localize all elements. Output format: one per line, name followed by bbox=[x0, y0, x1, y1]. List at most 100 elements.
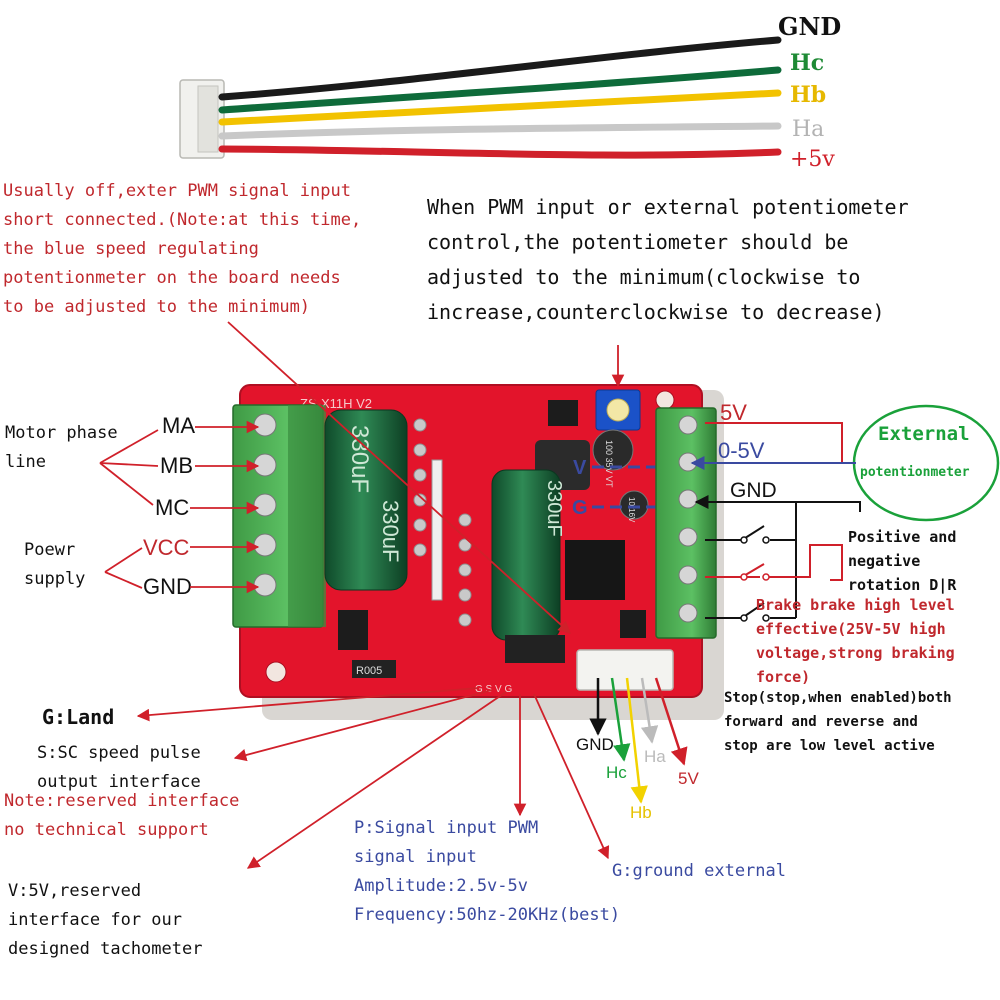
label-power-supply: supply bbox=[24, 569, 85, 589]
hall-cable bbox=[179, 36, 782, 159]
note-line: adjusted to the minimum(clockwise to bbox=[427, 265, 860, 289]
label-vcc: VCC bbox=[143, 535, 190, 560]
note-pot-minimum: When PWM input or external potentiometer… bbox=[427, 195, 909, 324]
mount-hole bbox=[265, 661, 287, 683]
switch-contact bbox=[740, 573, 748, 581]
bracket-motor bbox=[99, 429, 159, 464]
switch-contact bbox=[762, 573, 770, 581]
label-0-5v: 0-5V bbox=[718, 438, 765, 463]
capacitor-small-label: 100 35V VT bbox=[604, 440, 614, 488]
shunt-resistor-label: R005 bbox=[356, 665, 382, 677]
label-stop: forward and reverse and bbox=[724, 714, 918, 730]
label-brake: effective(25V-5V high bbox=[756, 620, 946, 638]
terminal-screw bbox=[678, 527, 698, 547]
capacitor-330uf-1 bbox=[324, 409, 408, 591]
arrow-g-ground bbox=[533, 693, 610, 860]
terminal-screws-left bbox=[253, 413, 277, 597]
label-rotation: Positive and bbox=[848, 528, 956, 546]
tacho-header bbox=[505, 635, 565, 663]
wire-label-hb: Hb bbox=[790, 82, 826, 108]
note-line: When PWM input or external potentiometer bbox=[427, 195, 909, 219]
wire-black bbox=[218, 36, 782, 101]
terminal-screw bbox=[678, 489, 698, 509]
terminal-screw bbox=[678, 603, 698, 623]
label-gnd-left: GND bbox=[143, 574, 192, 599]
label-note-reserved: no technical support bbox=[4, 820, 209, 840]
switch-contact bbox=[762, 536, 770, 544]
label-v5-reserved: interface for our bbox=[8, 910, 182, 930]
solder-pad bbox=[458, 538, 472, 552]
wire-gnd-external bbox=[700, 501, 861, 512]
shunt-resistor bbox=[352, 660, 396, 678]
wire-label-ha: Ha bbox=[792, 117, 824, 142]
board-pin-g: G bbox=[572, 497, 588, 519]
label-s-sc: S:SC speed pulse bbox=[37, 743, 201, 763]
label-v5-reserved: designed tachometer bbox=[8, 939, 202, 959]
terminal-screw bbox=[253, 413, 277, 437]
mount-hole bbox=[655, 390, 675, 410]
arrow-pwm-note bbox=[227, 321, 571, 634]
label-mc: MC bbox=[155, 495, 189, 520]
label-motor-phase: line bbox=[5, 452, 46, 472]
solder-pad bbox=[458, 563, 472, 577]
note-line: Usually off,exter PWM signal input bbox=[3, 181, 351, 201]
terminal-screw bbox=[678, 565, 698, 585]
hall-label-5v: 5V bbox=[678, 769, 699, 788]
board-pin-v: V bbox=[573, 457, 587, 479]
regulator bbox=[338, 610, 368, 650]
transistor bbox=[620, 610, 646, 638]
label-s-sc: output interface bbox=[37, 772, 201, 792]
arrow-v5-reserved bbox=[246, 691, 507, 869]
header-pin-labels: G S V G bbox=[475, 684, 512, 695]
mosfet-pads bbox=[413, 418, 472, 627]
label-p-signal: Frequency:50hz-20KHz(best) bbox=[354, 905, 620, 925]
hall-arrow-ha bbox=[640, 677, 659, 744]
label-brake: Brake brake high level bbox=[756, 596, 955, 614]
terminal-screw bbox=[678, 415, 698, 435]
note-line: control,the potentiometer should be bbox=[427, 230, 848, 254]
capacitor-small-2 bbox=[619, 490, 649, 520]
arrow-s-sc bbox=[233, 689, 493, 762]
bracket-power bbox=[104, 547, 143, 573]
label-v5-reserved: V:5V,reserved bbox=[8, 881, 141, 901]
wire-grey bbox=[218, 122, 782, 140]
label-rotation: negative bbox=[848, 552, 920, 570]
label-g-land: G:Land bbox=[42, 705, 114, 729]
note-line: short connected.(Note:at this time, bbox=[3, 210, 361, 230]
note-line: potentionmeter on the board needs bbox=[3, 268, 341, 288]
bracket-power bbox=[104, 571, 143, 589]
controller-board: ZS-X11H V2 330uF 330uF bbox=[232, 384, 724, 720]
switch-contact bbox=[762, 614, 770, 622]
solder-pad bbox=[458, 513, 472, 527]
label-potentiometer: potentionmeter bbox=[860, 465, 970, 480]
label-gnd-right: GND bbox=[730, 479, 777, 502]
label-external: External bbox=[878, 423, 970, 445]
label-5v-right: 5V bbox=[720, 400, 747, 425]
wire-green bbox=[218, 66, 782, 114]
terminal-screw bbox=[253, 573, 277, 597]
label-power-supply: Poewr bbox=[24, 540, 75, 560]
label-p-signal: P:Signal input PWM bbox=[354, 818, 538, 838]
hall-arrow-5v bbox=[654, 677, 688, 766]
bracket-motor bbox=[99, 462, 154, 506]
solder-pad bbox=[458, 588, 472, 602]
hall-label-hb: Hb bbox=[630, 803, 652, 822]
capacitor-small-label: 10 16V bbox=[627, 497, 636, 523]
shunt-bar bbox=[431, 459, 443, 601]
label-p-signal: signal input bbox=[354, 847, 477, 867]
label-brake: force) bbox=[756, 668, 810, 686]
solder-pad bbox=[413, 468, 427, 482]
hall-arrow-hc bbox=[610, 677, 631, 762]
wire-yellow bbox=[218, 89, 782, 126]
label-ma: MA bbox=[162, 413, 195, 438]
label-g-ground: G:ground external bbox=[612, 861, 786, 881]
note-line: to be adjusted to the minimum) bbox=[3, 297, 310, 317]
potentiometer-knob bbox=[606, 398, 630, 422]
solder-pad bbox=[413, 518, 427, 532]
hall-connector-latch bbox=[197, 85, 219, 153]
hall-label-gnd: GND bbox=[576, 735, 614, 754]
label-brake: voltage,strong braking bbox=[756, 644, 955, 662]
capacitor-label: 330uF bbox=[543, 480, 565, 537]
bracket-motor bbox=[99, 462, 159, 467]
